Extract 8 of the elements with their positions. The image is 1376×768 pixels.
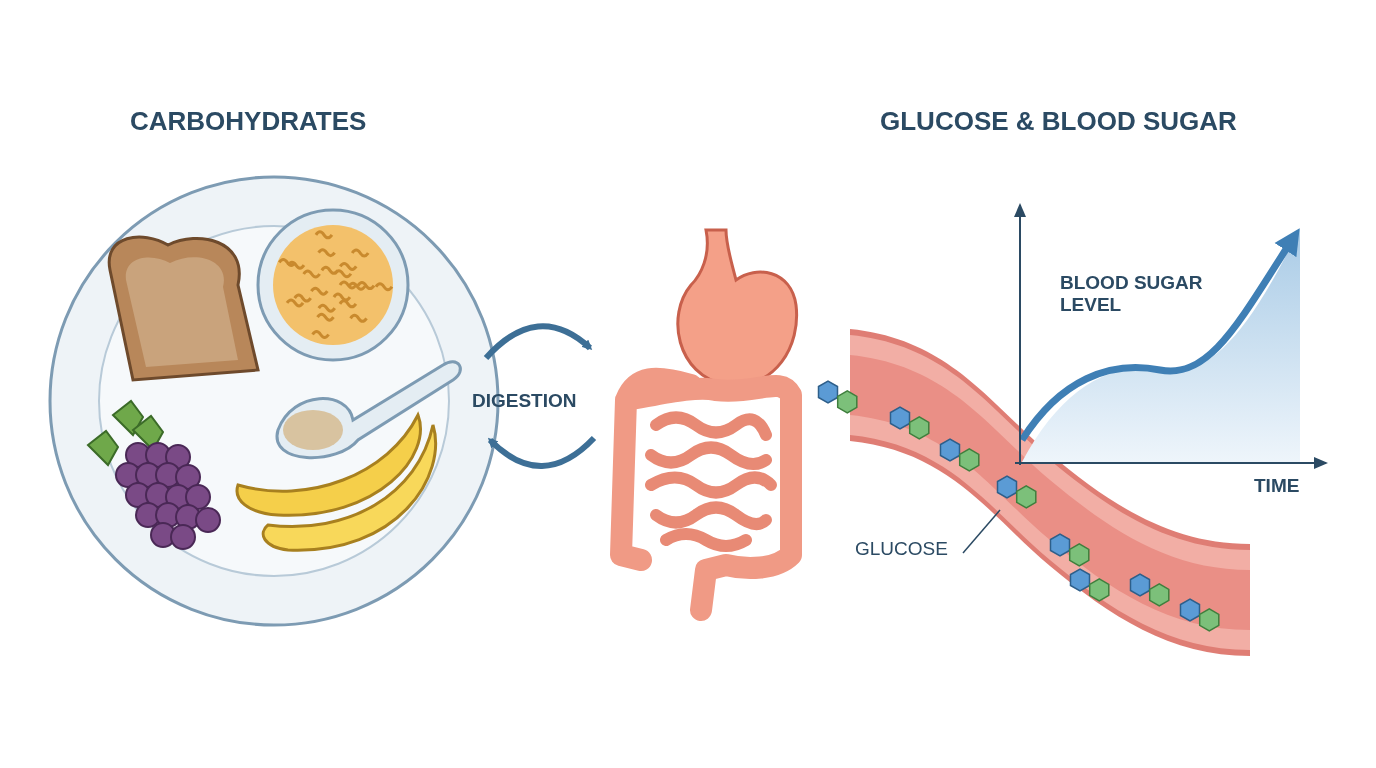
leader-line xyxy=(962,509,1001,554)
curved-arrow xyxy=(487,435,597,469)
section-title: CARBOHYDRATES xyxy=(130,106,367,137)
curved-arrow xyxy=(483,323,593,361)
axis-label: BLOOD SUGAR LEVEL xyxy=(1060,272,1204,316)
section-title: GLUCOSE & BLOOD SUGAR xyxy=(880,106,1237,137)
callout-label: GLUCOSE xyxy=(855,538,965,564)
axis-label: TIME xyxy=(1254,475,1300,497)
